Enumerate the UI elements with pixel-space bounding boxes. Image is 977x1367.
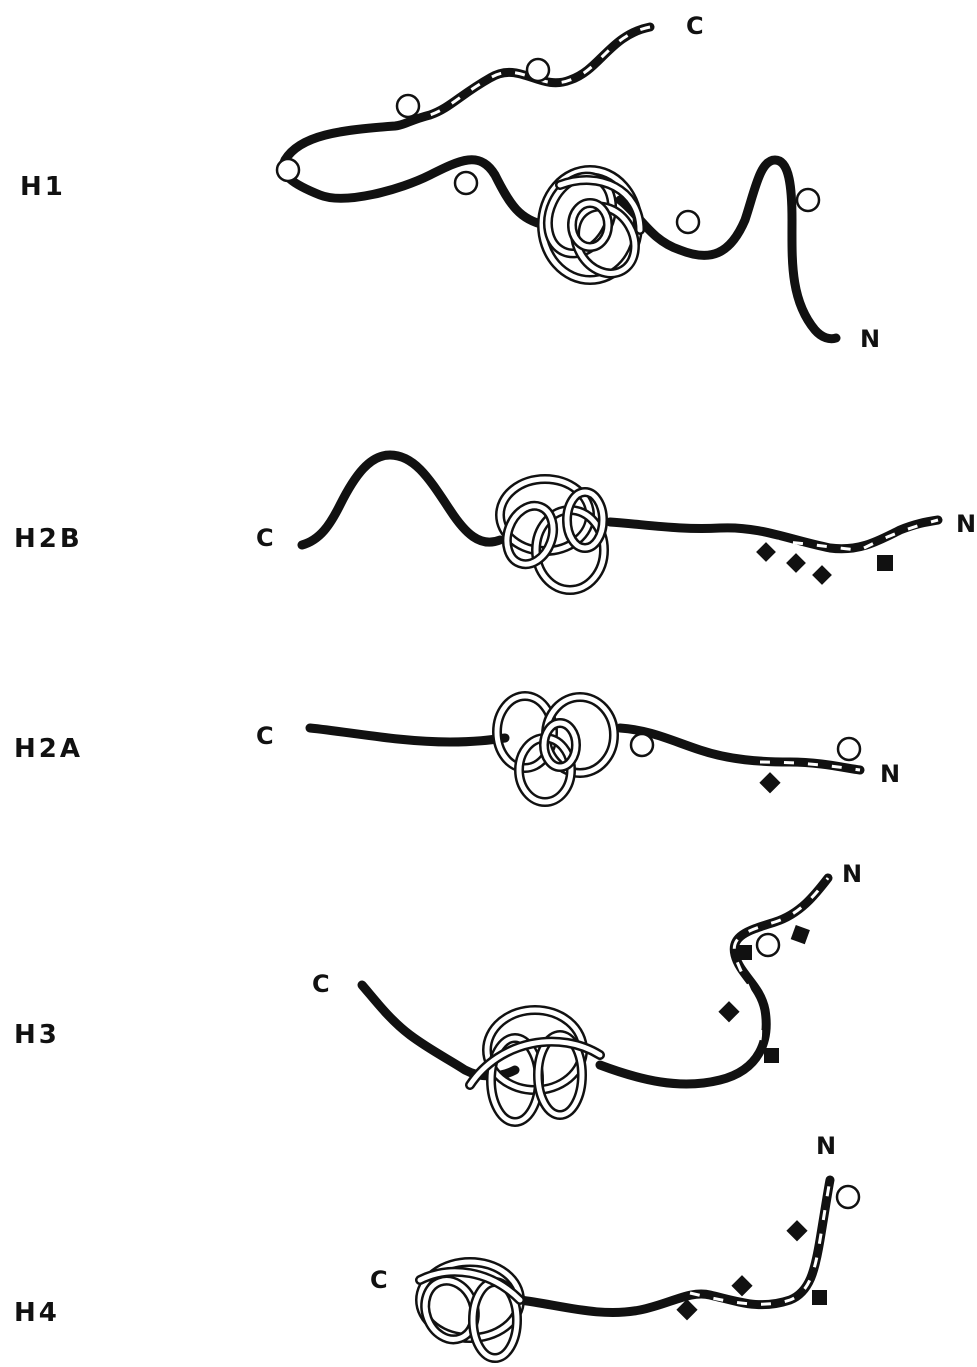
h4-modification-square: [786, 1220, 807, 1241]
h1-modification-circle: [397, 95, 419, 117]
h3-globular-domain: [470, 1010, 600, 1122]
h4-modification-square: [812, 1290, 827, 1305]
h1-modification-circle: [677, 211, 699, 233]
h3-modification-square: [791, 925, 810, 944]
h1-modification-circle: [527, 59, 549, 81]
h1-modification-circle: [277, 159, 299, 181]
h2a-modification-circle: [631, 734, 653, 756]
h4-modification-square: [731, 1275, 752, 1296]
h2b-modification-square: [786, 553, 806, 573]
h2b-globular-domain: [499, 479, 604, 590]
h3-molecule: [362, 878, 828, 1122]
h1-molecule: [277, 27, 836, 339]
h4-globular-domain: [417, 1262, 520, 1358]
h4-modification-circle: [837, 1186, 859, 1208]
h2b-molecule: [302, 455, 938, 590]
h4-molecule: [417, 1180, 859, 1358]
h1-modification-circle: [455, 172, 477, 194]
h3-modification-square: [718, 1001, 739, 1022]
h2b-modification-square: [812, 565, 832, 585]
h2a-modification-square: [759, 772, 780, 793]
h3-modification-square: [764, 1048, 779, 1063]
h2b-modification-square: [877, 555, 893, 571]
h2a-modification-circle: [838, 738, 860, 760]
h3-modification-circle: [757, 934, 779, 956]
h2a-globular-domain: [497, 696, 614, 802]
h1-globular-domain: [536, 166, 647, 284]
h1-modification-circle: [797, 189, 819, 211]
h2a-molecule: [310, 696, 860, 802]
h2b-modification-square: [756, 542, 776, 562]
h3-modification-square: [737, 945, 752, 960]
